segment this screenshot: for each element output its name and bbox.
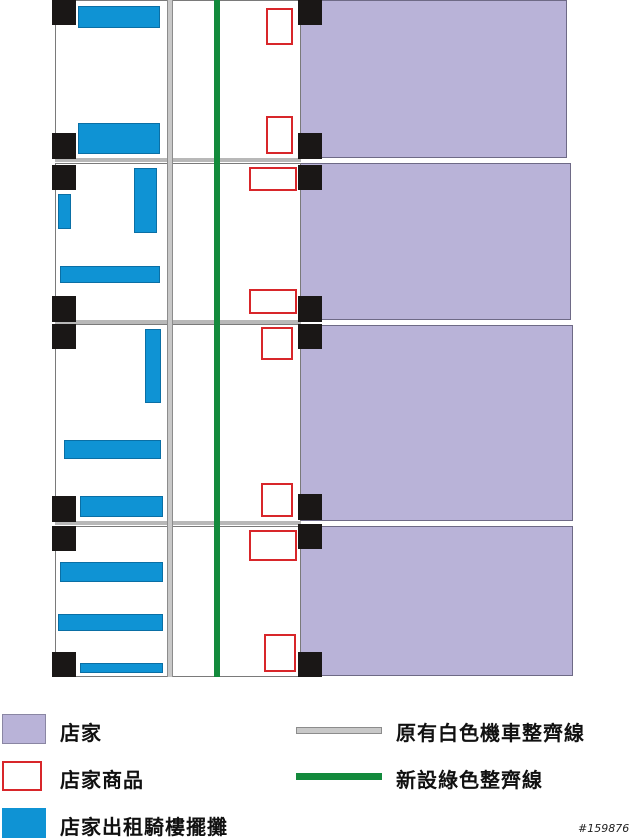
store-goods <box>266 116 293 154</box>
legend: 店家 店家商品 店家出租騎樓擺攤 原有白色機車整齊線 新設綠色整齊線 #1598… <box>0 700 640 840</box>
row-separator-2 <box>55 320 301 324</box>
store-goods <box>249 530 297 561</box>
pillar <box>298 524 322 549</box>
pillar <box>52 324 76 349</box>
store-goods <box>261 483 293 517</box>
legend-label-store: 店家 <box>60 721 102 745</box>
rental-stall <box>58 194 71 229</box>
store-goods <box>249 289 297 314</box>
rental-stall <box>78 6 160 28</box>
pillar <box>52 165 76 190</box>
legend-label-stall: 店家出租騎樓擺攤 <box>60 815 228 839</box>
legend-label-green-line: 新設綠色整齊線 <box>396 768 543 792</box>
legend-swatch-goods <box>2 761 42 791</box>
pillar <box>298 0 322 25</box>
pillar <box>52 652 76 677</box>
legend-swatch-green-line <box>296 773 382 780</box>
rental-stall <box>58 614 163 631</box>
street-diagram <box>52 0 573 677</box>
pillar <box>298 133 322 159</box>
rental-stall <box>145 329 161 403</box>
legend-swatch-stall <box>2 808 46 838</box>
store-goods <box>264 634 296 672</box>
rental-stall <box>60 562 163 582</box>
pillar <box>298 652 322 677</box>
row-separator-3 <box>55 521 301 525</box>
pillar <box>298 494 322 520</box>
row-separator-1 <box>55 158 301 162</box>
arcade-section-4 <box>55 526 301 677</box>
pillar <box>52 296 76 322</box>
legend-swatch-white-line <box>296 727 382 734</box>
store-goods <box>266 8 293 45</box>
rental-stall <box>80 663 163 673</box>
pillar <box>298 165 322 190</box>
pillar <box>298 324 322 349</box>
green-alignment-line <box>214 0 220 677</box>
rental-stall <box>80 496 163 517</box>
store-block-3 <box>300 325 573 521</box>
legend-label-goods: 店家商品 <box>60 768 144 792</box>
store-goods <box>249 167 297 191</box>
legend-label-white-line: 原有白色機車整齊線 <box>396 721 585 745</box>
pillar <box>52 133 76 159</box>
watermark: #159876 <box>578 822 630 835</box>
pillar <box>52 526 76 551</box>
white-motorcycle-line <box>167 0 173 677</box>
store-block-4 <box>300 526 573 676</box>
pillar <box>52 496 76 522</box>
pillar <box>52 0 76 25</box>
store-block-2 <box>300 163 571 320</box>
store-goods <box>261 327 293 360</box>
legend-swatch-store <box>2 714 46 744</box>
rental-stall <box>78 123 160 154</box>
store-block-1 <box>300 0 567 158</box>
rental-stall <box>64 440 161 459</box>
rental-stall <box>60 266 160 283</box>
pillar <box>298 296 322 322</box>
rental-stall <box>134 168 157 233</box>
